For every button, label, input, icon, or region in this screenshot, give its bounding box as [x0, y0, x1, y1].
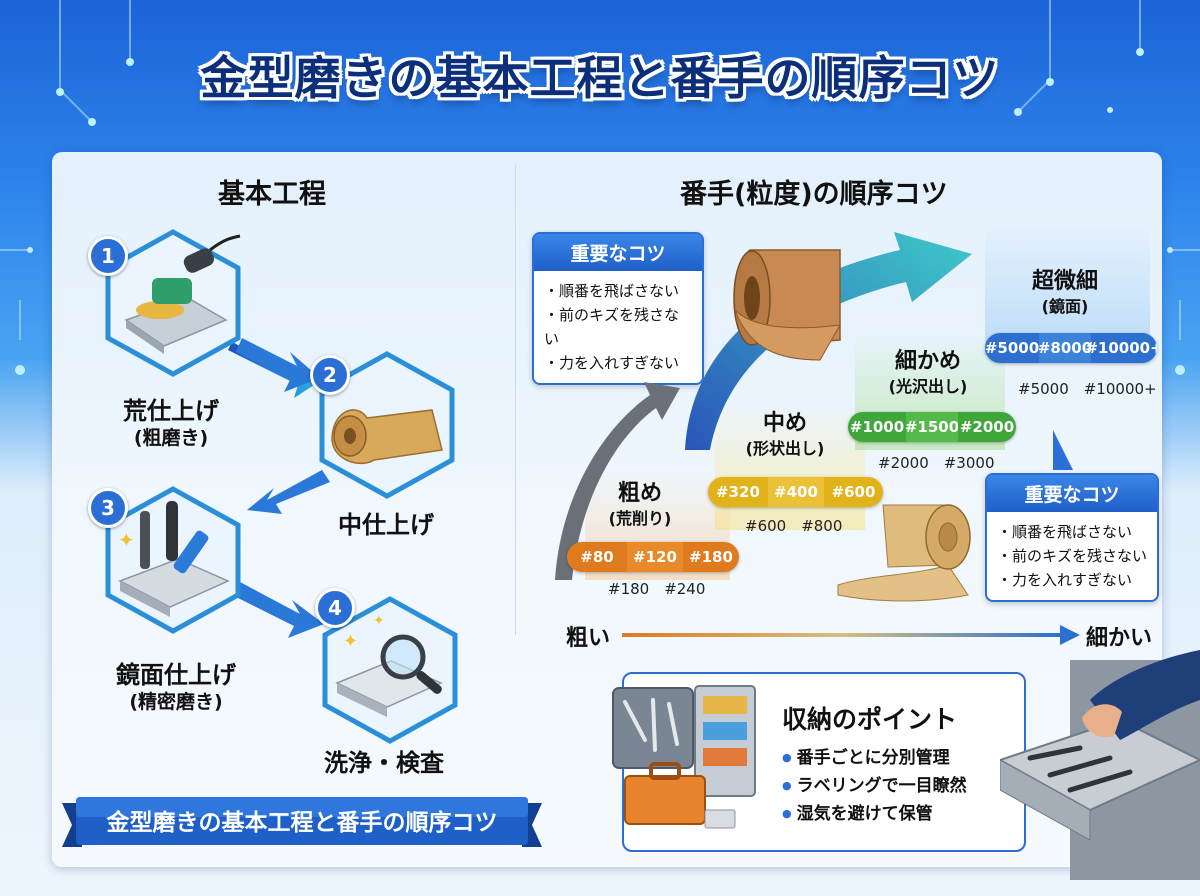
grit-chip: #1500 — [905, 412, 959, 442]
grit-heading: 番手(粒度)の順序コツ — [680, 179, 948, 210]
stage-1-extra-grits: #180 #240 — [608, 580, 706, 598]
drawer-illustration — [1000, 650, 1200, 880]
step-1-label: 荒仕上げ (粗磨き) — [86, 396, 256, 450]
tips-top-heading: 重要なコツ — [534, 234, 702, 271]
grit-chip: #180 — [683, 542, 739, 572]
svg-text:✦: ✦ — [373, 613, 385, 629]
bottom-banner-text: 金型磨きの基本工程と番手の順序コツ — [106, 810, 498, 836]
tips-top-item: ・順番を飛ばさない — [544, 282, 680, 300]
storage-heading: 収納のポイント — [782, 705, 958, 734]
step-3-number: 3 — [88, 488, 128, 528]
svg-text:✦: ✦ — [343, 631, 358, 652]
tips-bottom-item: ・順番を飛ばさない — [997, 523, 1133, 541]
step-1-number: 1 — [88, 236, 128, 276]
grit-chip: #2000 — [958, 412, 1016, 442]
stage-4-name: 超微細 — [1031, 269, 1098, 294]
stage-3-label: 細かめ (光沢出し) — [868, 348, 988, 398]
grit-chip: #400 — [768, 477, 824, 507]
stage-3-extra-grits: #2000 #3000 — [878, 454, 995, 472]
stage-2-column — [715, 400, 865, 530]
stage-4-grits: #5000 #8000 #10000+ — [985, 333, 1157, 363]
step-1-title: 荒仕上げ — [123, 397, 219, 425]
grit-chip: #10000+ — [1085, 333, 1157, 363]
stage-1-grits: #80 #120 #180 — [567, 542, 739, 572]
tips-box-bottom: 重要なコツ ・順番を飛ばさない ・前のキズを残さない ・力を入れすぎない — [985, 473, 1159, 602]
stage-2-sub: (形状出し) — [745, 439, 825, 458]
stage-1-name: 粗め — [617, 481, 662, 506]
step-2-title: 中仕上げ — [338, 511, 434, 539]
step-1-subtitle: (粗磨き) — [133, 427, 209, 449]
process-flow-arrows — [228, 338, 330, 638]
step-3-label: 鏡面仕上げ (精密磨き) — [86, 660, 266, 714]
storage-item: ラベリングで一目瞭然 — [782, 772, 967, 800]
step-3-title: 鏡面仕上げ — [116, 661, 236, 689]
stage-2-name: 中め — [762, 411, 807, 436]
step-2-illustration — [319, 351, 455, 499]
step-2-label: 中仕上げ — [326, 510, 446, 540]
stage-2-label: 中め (形状出し) — [730, 410, 840, 460]
page-title: 金型磨きの基本工程と番手の順序コツ — [200, 51, 1000, 105]
storage-list: 番手ごとに分別管理 ラベリングで一目瞭然 湿気を避けて保管 — [782, 744, 967, 828]
step-4-illustration: ✦ ✦ — [322, 596, 458, 744]
axis-coarse-label: 粗い — [566, 626, 611, 651]
tool-storage-illustration — [612, 685, 756, 829]
stage-3-grits: #1000 #1500 #2000 — [848, 412, 1016, 442]
stage-4-label: 超微細 (鏡面) — [1010, 268, 1120, 318]
coarse-to-fine-arrow — [622, 625, 1080, 645]
bottom-banner-ribbon — [62, 797, 542, 847]
section-divider — [515, 165, 516, 635]
step-1-illustration — [105, 229, 241, 377]
stage-2-extra-grits: #600 #800 — [745, 517, 843, 535]
stage-3-name: 細かめ — [894, 349, 961, 374]
stage-1-sub: (荒削り) — [608, 509, 672, 528]
grit-chip: #600 — [824, 477, 883, 507]
tips-top-item: ・前のキズを残さない — [544, 306, 680, 348]
progress-arrows — [555, 232, 972, 580]
grit-chip: #8000 — [1038, 333, 1092, 363]
step-3-subtitle: (精密磨き) — [129, 691, 223, 713]
step-2-number: 2 — [310, 355, 350, 395]
storage-item: 湿気を避けて保管 — [782, 800, 967, 828]
grit-chip: #5000 — [985, 333, 1039, 363]
stage-1-label: 粗め (荒削り) — [600, 480, 680, 530]
stage-4-sub: (鏡面) — [1041, 297, 1089, 316]
tips-bottom-item: ・前のキズを残さない — [997, 547, 1148, 565]
step-4-number: 4 — [315, 588, 355, 628]
sandpaper-roll-icon — [837, 504, 971, 602]
stage-4-extra-grits: #5000 #10000+ — [1018, 380, 1157, 398]
grit-chip: #120 — [627, 542, 683, 572]
step-4-title: 洗浄・検査 — [324, 749, 444, 777]
tips-top-item: ・力を入れすぎない — [544, 354, 680, 372]
tips-box-top: 重要なコツ ・順番を飛ばさない ・前のキズを残さない ・力を入れすぎない — [532, 232, 704, 385]
storage-item: 番手ごとに分別管理 — [782, 744, 967, 772]
step-4-label: 洗浄・検査 — [314, 748, 454, 778]
step-3-illustration: ✦ — [105, 486, 241, 634]
tips-pointer — [1053, 430, 1073, 470]
stage-2-grits: #320 #400 #600 — [708, 477, 883, 507]
tips-bottom-item: ・力を入れすぎない — [997, 571, 1133, 589]
grit-chip: #1000 — [848, 412, 906, 442]
axis-fine-label: 細かい — [1086, 626, 1153, 651]
grit-chip: #80 — [567, 542, 627, 572]
tips-bottom-heading: 重要なコツ — [987, 475, 1157, 512]
svg-text:✦: ✦ — [118, 528, 135, 552]
grit-chip: #320 — [708, 477, 768, 507]
process-heading: 基本工程 — [218, 179, 326, 210]
stage-3-sub: (光沢出し) — [888, 377, 968, 396]
